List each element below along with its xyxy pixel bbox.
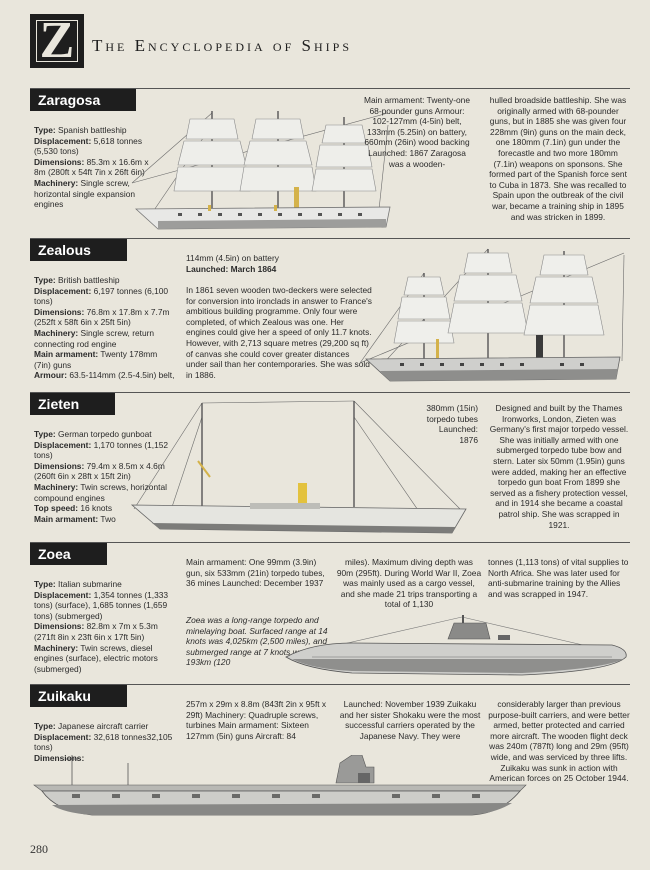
zaragosa-history: hulled broadside battleship. She was ori… xyxy=(489,95,627,222)
spec-displacement: Displacement: 5,618 tonnes (5,530 tons) xyxy=(34,135,143,157)
zuikaku-illustration xyxy=(33,755,527,816)
zealous-history: In 1861 seven wooden two-deckers were se… xyxy=(186,285,372,380)
zealous-launched: Launched: March 1864 xyxy=(186,264,277,274)
ship-name-zealous: Zealous xyxy=(30,239,127,261)
spec-type: Type: Spanish battleship xyxy=(34,125,127,135)
spec-machinery: Machinery: Twin screws, horizontal compo… xyxy=(34,481,167,503)
zoea-history-2: miles). Maximum diving depth was 90m (29… xyxy=(336,557,482,610)
zaragosa-illustration xyxy=(131,111,391,230)
zoea-specs: Type: Italian submarine Displacement: 1,… xyxy=(34,579,176,674)
spec-armament: Main armament: Twenty 178mm (7in) guns xyxy=(34,349,158,370)
zuikaku-specs-cont: 257m x 29m x 8.8m (843ft 2in x 95ft x 29… xyxy=(186,699,327,741)
zuikaku-history-2: considerably larger than previous purpos… xyxy=(488,699,630,784)
letter-tab: Z xyxy=(30,14,84,68)
header-letter: Z xyxy=(39,12,75,69)
spec-armour: Armour: 63.5-114mm (2.5-4.5in) belt, xyxy=(34,370,175,381)
section-zuikaku: Zuikaku Type: Japanese aircraft carrier … xyxy=(30,684,630,836)
spec-speed: Top speed: 16 knots xyxy=(34,503,113,514)
spec-machinery: Machinery: Single screw, return connecti… xyxy=(34,327,155,349)
spec-type: Type: German torpedo gunboat xyxy=(34,429,152,439)
spec-type: Type: Japanese aircraft carrier xyxy=(34,721,149,731)
zieten-armament: 380mm (15in) torpedo tubes Launched: 187… xyxy=(426,403,478,445)
spec-dimensions: Dimensions: 76.8m x 17.8m x 7.7m (252ft … xyxy=(34,306,170,328)
spec-dimensions: Dimensions: 85.3m x 16.6m x 8m (280ft x … xyxy=(34,156,149,178)
spec-dimensions: Dimensions: 82.8m x 7m x 5.3m (271ft 8in… xyxy=(34,621,158,642)
zealous-armour-cont: 114mm (4.5in) on battery xyxy=(186,253,279,263)
spec-displacement: Displacement: 1,170 tonnes (1,152 tons) xyxy=(34,439,169,461)
zoea-illustration xyxy=(285,615,627,676)
spec-displacement: Displacement: 6,197 tonnes (6,100 tons) xyxy=(34,285,169,307)
page-number: 280 xyxy=(30,842,48,856)
spec-machinery: Machinery: Single screw, horizontal sing… xyxy=(34,177,136,210)
page-header: Z The Encyclopedia of Ships xyxy=(30,14,630,72)
spec-displacement: Displacement: 1,354 tonnes (1,333 tons) … xyxy=(34,589,169,621)
spec-armament: Main armament: Two xyxy=(34,513,116,524)
ship-name-zieten: Zieten xyxy=(30,393,116,415)
section-zoea: Zoea Type: Italian submarine Displacemen… xyxy=(30,542,630,682)
zuikaku-history-1: Launched: November 1939 Zuikaku and her … xyxy=(339,699,481,741)
ship-name-zoea: Zoea xyxy=(30,543,107,565)
zaragosa-armament: Main armament: Twenty-one 68-pounder gun… xyxy=(364,95,470,169)
zealous-illustration xyxy=(360,248,625,382)
spec-type: Type: British battleship xyxy=(34,275,120,285)
spec-displacement: Displacement: 32,618 tonnes32,105 tons) xyxy=(34,731,173,753)
zaragosa-specs: Type: Spanish battleship Displacement: 5… xyxy=(34,125,152,210)
section-zaragosa: Zaragosa Type: Spanish battleship Displa… xyxy=(30,88,630,236)
spec-dimensions: Dimensions: 79.4m x 8.5m x 4.6m (260ft 6… xyxy=(34,460,165,482)
section-zieten: Zieten Type: German torpedo gunboat Disp… xyxy=(30,392,630,540)
zieten-specs: Type: German torpedo gunboat Displacemen… xyxy=(34,429,174,524)
zealous-specs: Type: British battleship Displacement: 6… xyxy=(34,275,176,381)
zieten-history: Designed and built by the Thames Ironwor… xyxy=(489,403,629,530)
ship-name-zuikaku: Zuikaku xyxy=(30,685,127,707)
spec-machinery: Machinery: Twin screws, diesel engines (… xyxy=(34,642,158,674)
section-zealous: Zealous Type: British battleship Displac… xyxy=(30,238,630,390)
zoea-armament: Main armament: One 99mm (3.9in) gun, six… xyxy=(186,557,325,589)
spec-dimensions: Dimensions: xyxy=(34,752,85,763)
zoea-history-1: Zoea was a long-range torpedo and minela… xyxy=(186,615,328,668)
ship-name-zaragosa: Zaragosa xyxy=(30,89,137,111)
spec-type: Type: Italian submarine xyxy=(34,579,122,589)
zieten-illustration xyxy=(130,400,467,534)
zuikaku-specs: Type: Japanese aircraft carrier Displace… xyxy=(34,721,176,763)
book-title: The Encyclopedia of Ships xyxy=(92,36,352,55)
zoea-history-3: tonnes (1,113 tons) of vital supplies to… xyxy=(488,557,629,599)
